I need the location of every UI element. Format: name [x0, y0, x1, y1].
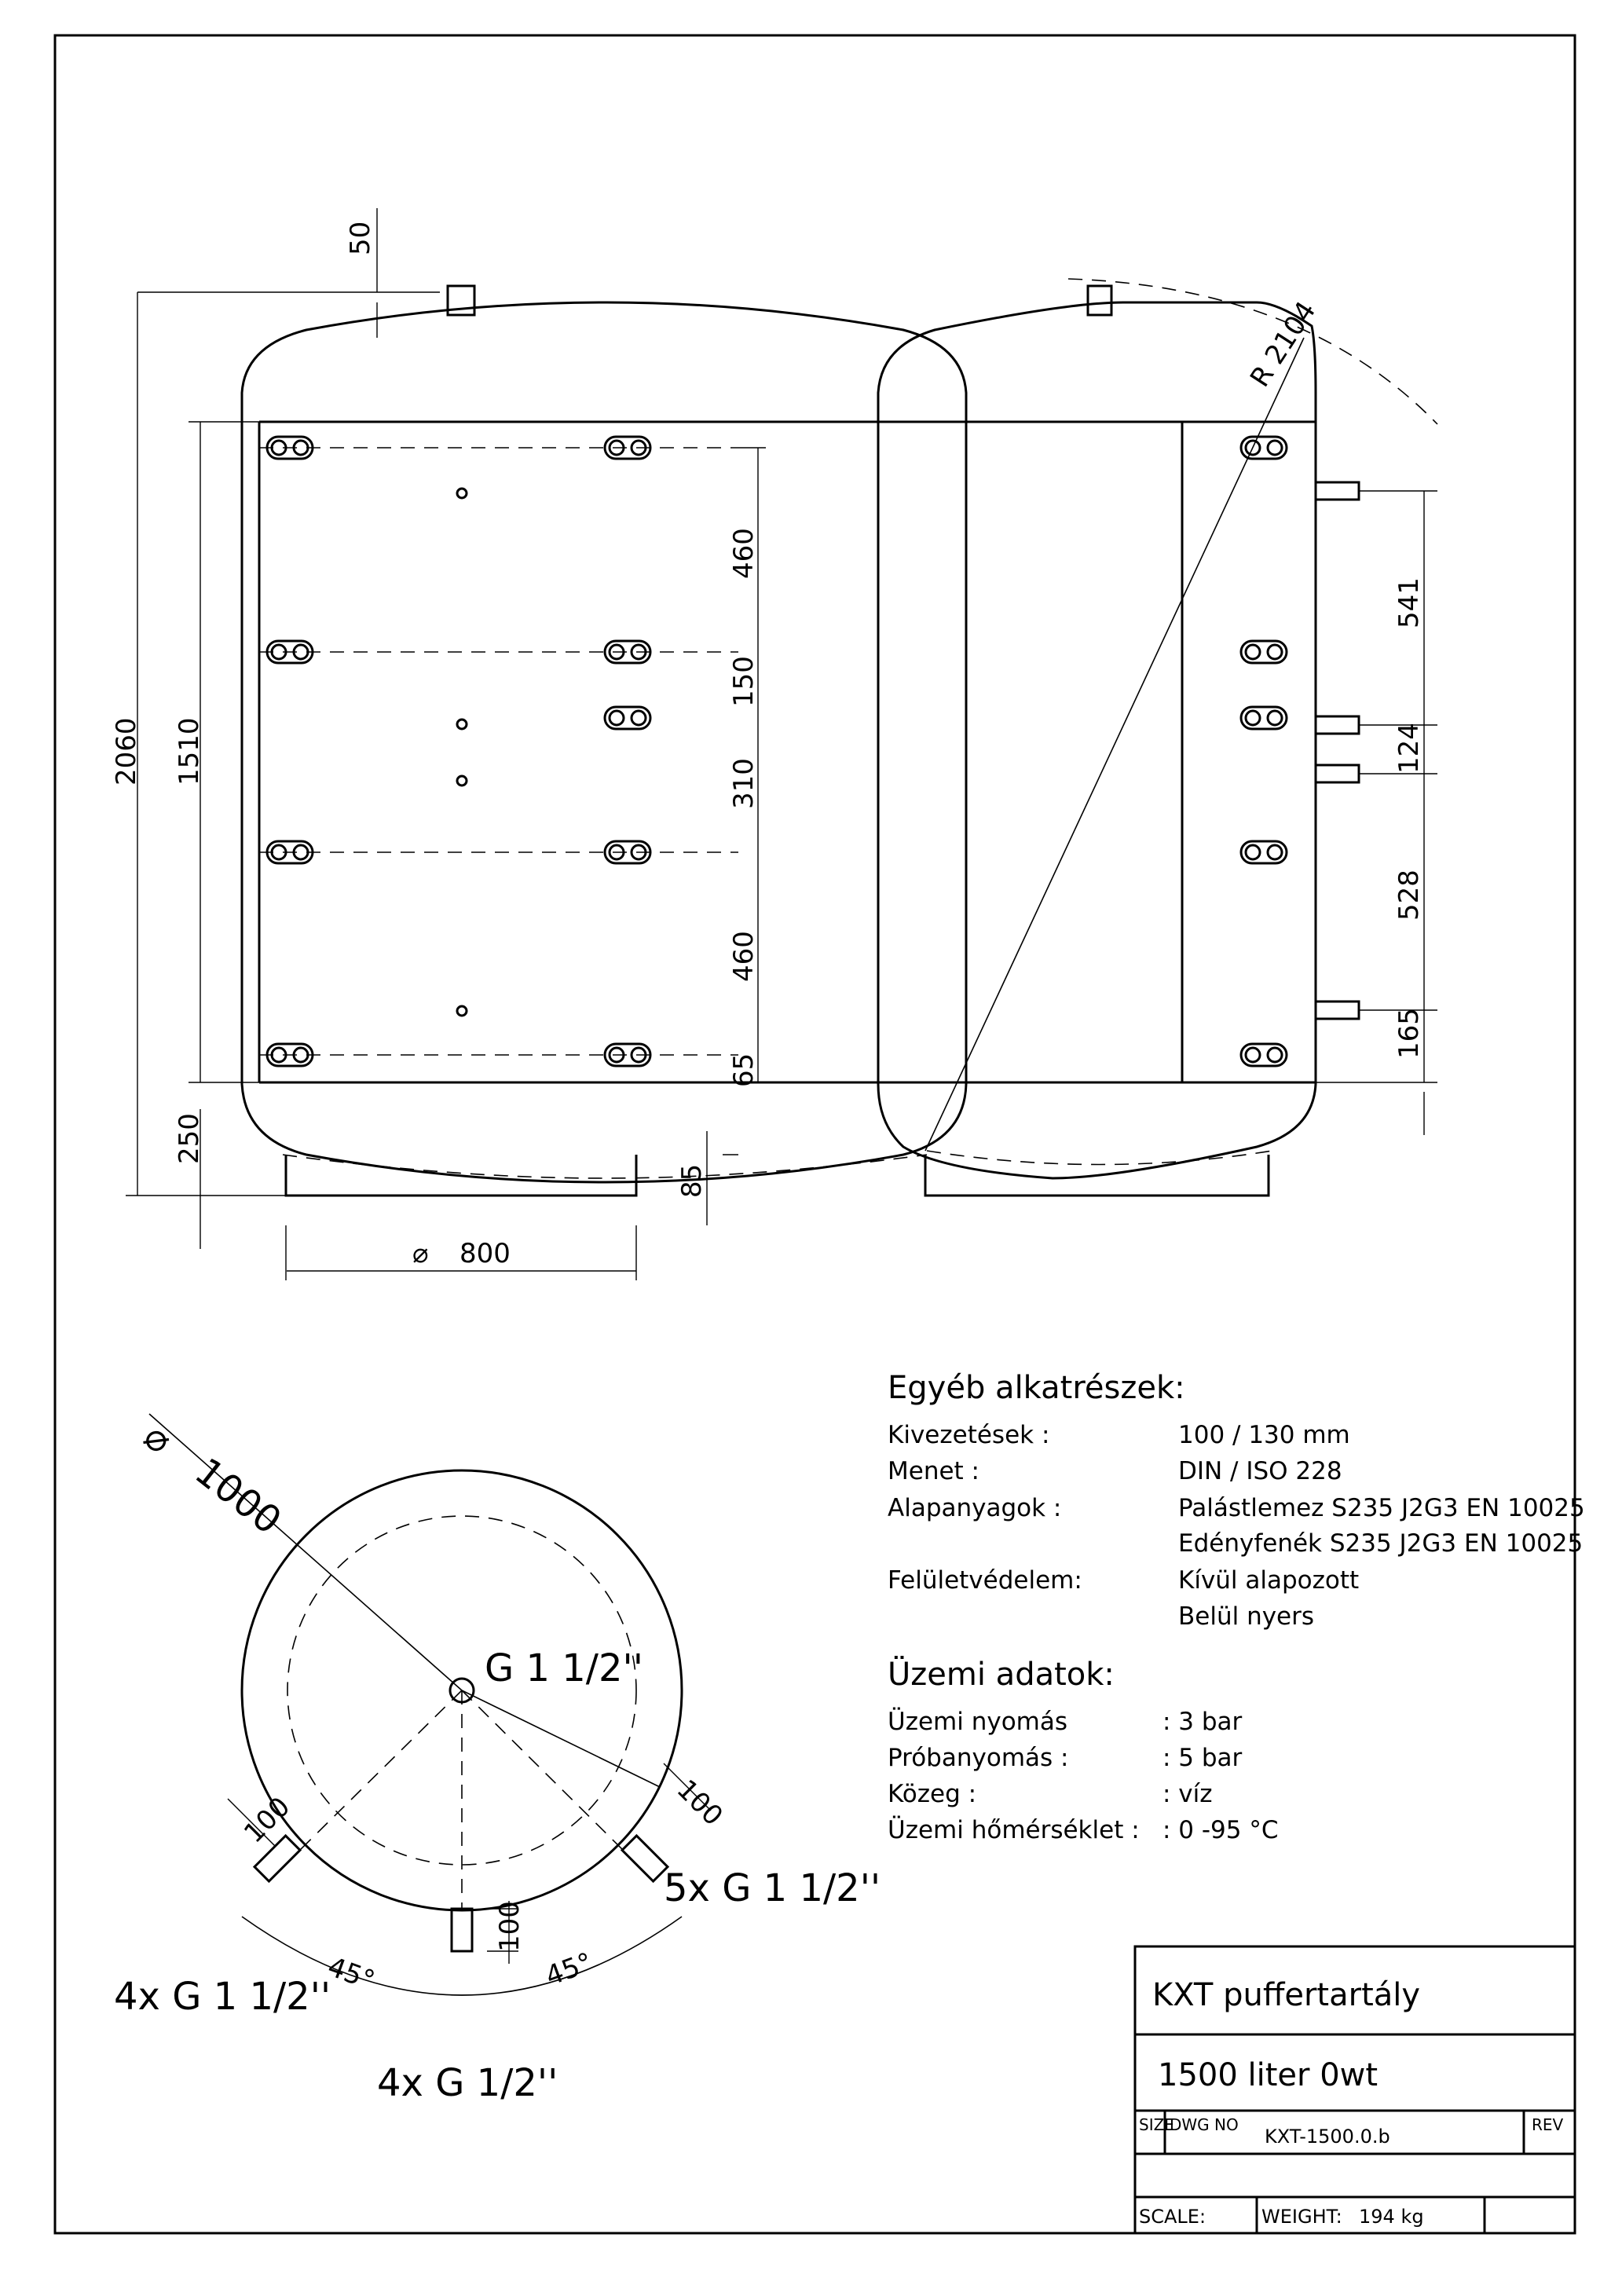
parts-label: Felületvédelem:	[888, 1566, 1082, 1595]
parts-label: Alapanyagok :	[888, 1494, 1061, 1522]
dim-pitch-5: 65	[728, 1053, 760, 1087]
operating-list: Üzemi nyomás : 3 bar Próbanyomás : : 5 b…	[888, 1707, 1279, 1844]
callout-left: 4x G 1 1/2''	[114, 1975, 331, 2019]
dim-pitch-1: 460	[728, 528, 760, 579]
top-view: ⌀ 1000 G 1 1/2'' 5x G 1 1/2'' 4x G 1 1/2…	[114, 1413, 881, 2105]
nozzle-symbols	[265, 435, 652, 1067]
dwg-number: KXT-1500.0.b	[1265, 2126, 1390, 2148]
title-name: KXT puffertartály	[1152, 1977, 1420, 2013]
dim-nozzle-b: 100	[671, 1774, 729, 1832]
operating-label: Üzemi hőmérséklet :	[888, 1815, 1140, 1844]
callout-top: G 1 1/2''	[485, 1646, 643, 1690]
dim-angle-right: 45°	[541, 1946, 596, 1992]
dim-pitch-3: 310	[728, 758, 760, 809]
dim-pitch-2: 150	[728, 656, 760, 707]
weight-label: WEIGHT:	[1261, 2206, 1342, 2228]
dim-total-height: 2060	[111, 717, 142, 785]
operating-label: Közeg :	[888, 1780, 976, 1808]
parts-value: DIN / ISO 228	[1178, 1457, 1342, 1485]
drawing-border	[53, 34, 1576, 2235]
scale-label: SCALE:	[1139, 2206, 1206, 2228]
dim-side-4: 165	[1393, 1008, 1425, 1059]
dim-nozzle-a: 100	[238, 1791, 296, 1849]
dim-diameter: 800	[460, 1238, 511, 1269]
dim-bottom-offset: 250	[174, 1113, 205, 1164]
front-view: 50 2060 1510 250 85 460 150 310 460 65 ⌀…	[111, 208, 968, 1280]
parts-value: Kívül alapozott	[1178, 1566, 1359, 1595]
callout-right: 5x G 1 1/2''	[664, 1866, 881, 1910]
parts-list: Kivezetések : 100 / 130 mm Menet : DIN /…	[888, 1421, 1585, 1631]
parts-value: Palástlemez S235 J2G3 EN 10025	[1178, 1494, 1585, 1522]
operating-title: Üzemi adatok:	[888, 1655, 1115, 1693]
dim-pitch-4: 460	[728, 931, 760, 982]
dim-side-1: 541	[1393, 577, 1425, 628]
dim-nozzle-c: 100	[494, 1901, 525, 1952]
dim-leg-height: 85	[676, 1164, 708, 1198]
operating-value: : 5 bar	[1162, 1744, 1243, 1772]
diameter-symbol: ⌀	[412, 1238, 428, 1269]
rev-label: REV	[1532, 2115, 1564, 2134]
parts-label: Kivezetések :	[888, 1421, 1049, 1449]
callout-bottom: 4x G 1/2''	[377, 2061, 558, 2105]
insulated-diameter-symbol: ⌀	[136, 1414, 181, 1463]
dim-angle-left: 45°	[324, 1951, 379, 1997]
operating-label: Üzemi nyomás	[888, 1707, 1067, 1736]
dim-side-3: 528	[1393, 870, 1425, 921]
parts-title: Egyéb alkatrészek:	[888, 1370, 1185, 1406]
parts-value: 100 / 130 mm	[1178, 1421, 1350, 1449]
dim-top-nozzle: 50	[345, 222, 376, 255]
operating-value: : víz	[1162, 1780, 1213, 1808]
operating-value: : 0 -95 °C	[1162, 1816, 1279, 1844]
parts-label: Menet :	[888, 1457, 979, 1485]
title-subtitle: 1500 liter 0wt	[1158, 2057, 1378, 2093]
dim-side-2: 124	[1393, 723, 1425, 774]
dim-inner-height: 1510	[174, 717, 205, 785]
parts-value: Belül nyers	[1178, 1602, 1314, 1631]
weight-value: 194 kg	[1359, 2206, 1424, 2228]
side-view: R 2104 541 124 528 165	[877, 278, 1438, 1197]
operating-value: : 3 bar	[1162, 1708, 1243, 1736]
title-block	[1133, 1945, 1576, 2235]
size-label: SIZE	[1139, 2115, 1174, 2134]
operating-label: Próbanyomás :	[888, 1744, 1068, 1772]
dim-insulated-diameter: 1000	[187, 1449, 290, 1543]
dwg-label: DWG NO	[1170, 2115, 1239, 2134]
parts-value: Edényfenék S235 J2G3 EN 10025	[1178, 1529, 1583, 1558]
